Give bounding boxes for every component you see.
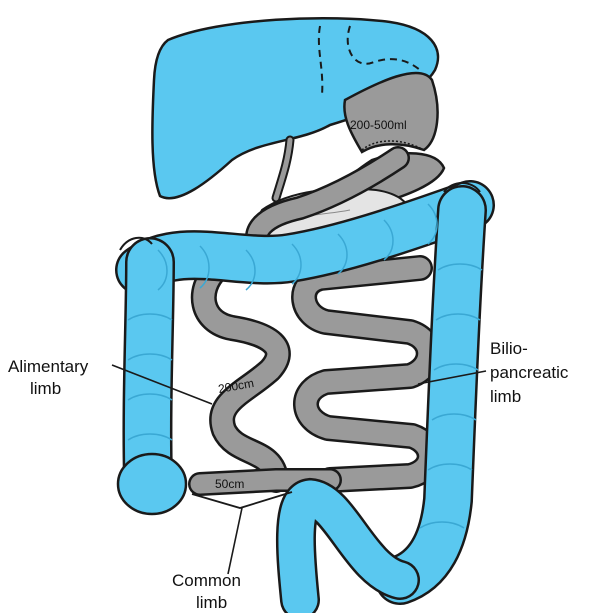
common-limb-label-line2: limb: [196, 593, 227, 612]
alimentary-limb-label-line1: Alimentary: [8, 357, 89, 376]
bilio-limb-label-line3: limb: [490, 387, 521, 406]
common-leader: [228, 508, 242, 574]
bilio-limb-label-line1: Bilio-: [490, 339, 528, 358]
stomach-volume-label: 200-500ml: [350, 118, 407, 132]
common-length-label: 50cm: [215, 477, 244, 491]
alimentary-limb-label-line2: limb: [30, 379, 61, 398]
bilio-limb-label-line2: pancreatic: [490, 363, 569, 382]
common-limb-label-line1: Common: [172, 571, 241, 590]
